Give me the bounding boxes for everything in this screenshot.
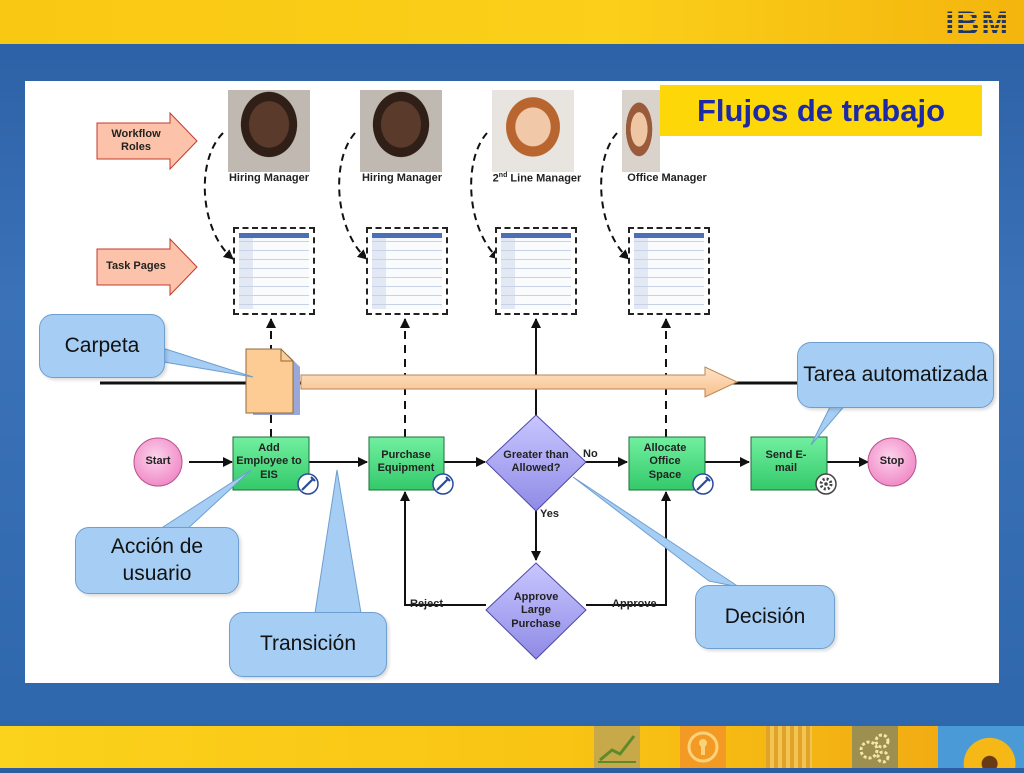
role-link-1 (203, 132, 234, 260)
grid-tile-icon (766, 726, 812, 768)
start-label: Start (145, 455, 171, 468)
flower-tile-icon (938, 726, 1024, 768)
task-pages-label: Task Pages (106, 260, 166, 273)
stop-node (867, 437, 917, 487)
flow-approve (586, 491, 671, 606)
folder-band-arrow (300, 366, 739, 398)
workflow-roles-label: Workflow Roles (111, 127, 161, 153)
ibm-logo: IBM (945, 5, 1010, 41)
decision-callout-tail (572, 476, 740, 588)
role-label-hiring-manager: Hiring Manager (228, 172, 310, 184)
role-link-3 (470, 132, 500, 260)
transicion-callout-tail (314, 469, 362, 614)
chart-tile-icon (594, 726, 640, 768)
tarea-automatizada-callout: Tarea automatizada (797, 342, 994, 408)
slide-title: Flujos de trabajo (660, 85, 982, 136)
user-action-icon (692, 473, 714, 495)
yes-label: Yes (540, 508, 559, 520)
purchase-equipment-label: Purchase Equipment (377, 448, 435, 474)
task-page-thumbnail (495, 227, 577, 315)
role-link-2 (338, 132, 368, 260)
add-employee-node (232, 436, 310, 491)
user-action-icon (297, 473, 319, 495)
role-label-second-line-manager: 2nd Line Manager (492, 172, 582, 185)
start-node (133, 437, 183, 487)
greater-than-allowed-label: Greater than Allowed? (503, 448, 569, 474)
task-page-thumbnail (366, 227, 448, 315)
task-page-thumbnail (628, 227, 710, 315)
role-label-hiring-manager: Hiring Manager (361, 172, 443, 184)
allocate-office-node (628, 436, 706, 491)
add-employee-label: Add Employee to EIS (236, 442, 302, 481)
role-label-office-manager: Office Manager (627, 172, 707, 184)
role-link-4 (600, 132, 630, 260)
task-pages-arrow (96, 237, 198, 297)
allocate-office-label: Allocate Office Space (643, 442, 687, 481)
user-action-icon (432, 473, 454, 495)
send-email-node (750, 436, 828, 491)
gear-icon (815, 473, 837, 495)
transicion-callout: Transición (229, 612, 387, 677)
keyhole-tile-icon (680, 726, 726, 768)
accion-de-usuario-callout: Acción de usuario (75, 527, 239, 594)
approve-large-purchase-label: Approve Large Purchase (511, 591, 561, 630)
header-bar: IBM (0, 0, 1024, 44)
stop-label: Stop (879, 455, 905, 468)
send-email-label: Send E-mail (765, 448, 807, 474)
task-page-thumbnail (233, 227, 315, 315)
hiring-manager-photo (228, 90, 310, 172)
folder-document (245, 348, 294, 414)
carpeta-callout: Carpeta (39, 314, 165, 378)
workflow-diagram (96, 111, 917, 660)
decision-callout: Decisión (695, 585, 835, 649)
second-line-manager-photo (492, 90, 574, 172)
approve-label: Approve (612, 598, 657, 610)
no-label: No (583, 448, 598, 460)
flow-reject (400, 491, 486, 606)
greater-than-allowed-node (485, 414, 587, 512)
carpeta-callout-tail (152, 344, 254, 378)
gears-tile-icon (852, 726, 898, 768)
office-manager-photo (622, 90, 660, 172)
reject-label: Reject (410, 598, 444, 610)
approve-large-purchase-node (485, 562, 587, 660)
purchase-equipment-node (368, 436, 445, 491)
hiring-manager-photo (360, 90, 442, 172)
workflow-roles-arrow (96, 111, 198, 171)
